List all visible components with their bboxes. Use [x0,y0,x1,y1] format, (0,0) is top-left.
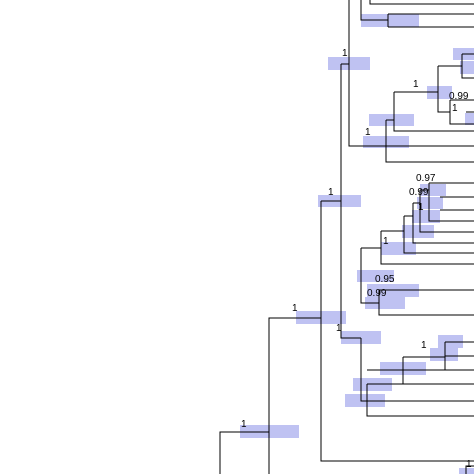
support-label: 0.99 [409,187,429,198]
branch [360,0,388,21]
support-label: 1 [292,303,298,314]
branch [385,120,474,163]
branch [348,0,386,147]
node-bar [460,61,474,74]
node-bar [365,297,405,309]
branch [320,201,474,462]
node-bar [361,14,419,27]
support-label: 1 [241,419,247,430]
support-label: 0.99 [449,91,469,102]
support-label: 1 [383,236,389,247]
support-label: 1 [336,323,342,334]
node-bar [412,210,440,223]
support-label: 0.99 [367,288,387,299]
branch [449,100,474,125]
support-labels: 1 1 0.99 1 1 1 0.97 0.99 1 1 0.95 0.99 1… [241,48,472,470]
node-bar [402,225,434,238]
branch [461,54,474,79]
support-label: 1 [466,459,472,470]
support-label: 1 [365,127,371,138]
support-label: 0.95 [375,274,395,285]
branch [378,290,474,316]
support-label: 1 [328,187,334,198]
branch [360,248,379,304]
branch [380,231,474,265]
node-bar [381,242,416,255]
node-bar [420,184,446,196]
branch [219,431,269,474]
branch [369,0,474,5]
support-label: 1 [452,103,458,114]
branch [403,216,474,254]
node-bar [430,348,458,361]
support-label: 1 [342,48,348,59]
node-bar [465,113,474,125]
node-bars [240,14,474,474]
branch [437,66,450,113]
branch [393,92,474,132]
node-bar [427,86,452,99]
support-label: 1 [413,79,419,90]
branch [360,338,474,402]
branch [268,317,321,474]
support-label: 0.97 [416,173,436,184]
branch [402,357,474,385]
node-bar [357,270,394,282]
support-label: 1 [418,202,424,213]
branch [465,465,474,474]
branch [366,384,474,417]
branch [412,203,474,244]
node-bar [417,197,443,209]
branch [428,183,474,222]
branch [419,190,474,233]
branch [340,64,361,339]
support-label: 1 [421,340,427,351]
tree-branches [219,0,474,474]
